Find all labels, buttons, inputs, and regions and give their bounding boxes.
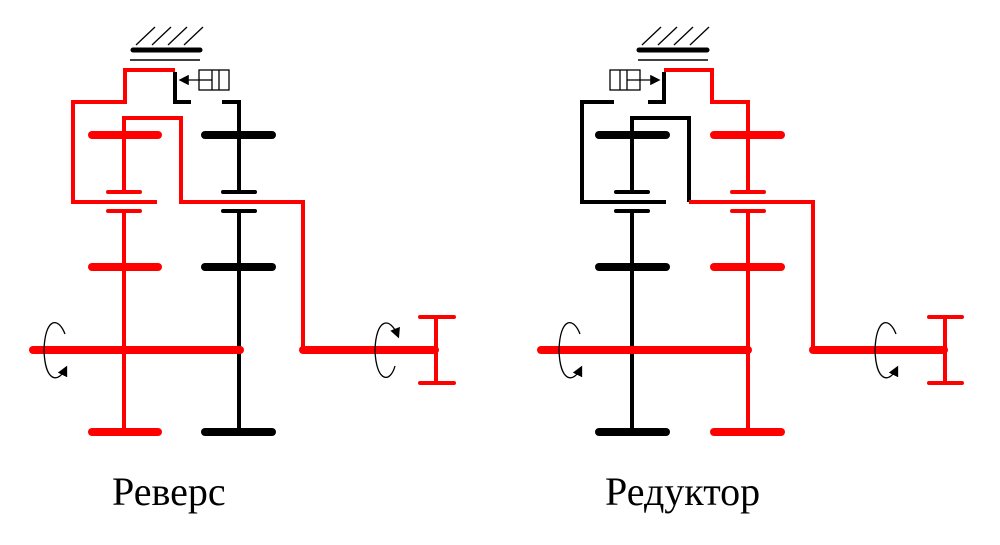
reducer-label: Редуктор (605, 469, 761, 514)
ground-symbol (130, 26, 204, 61)
rotation-arrow-input-icon (558, 322, 583, 379)
inner-shaft-red (689, 200, 815, 350)
clutch-actuator (609, 69, 661, 91)
gear-column-left (595, 131, 670, 436)
ground-symbol (636, 26, 710, 61)
gear-column-right (710, 131, 785, 436)
clutch-black (648, 72, 666, 104)
rotation-arrow-output-icon (874, 322, 899, 379)
gear-column-left (88, 131, 162, 436)
inner-shaft-black (630, 116, 691, 202)
inner-shaft-red (122, 116, 305, 350)
clutch-black-right (222, 100, 241, 192)
carrier-black (580, 100, 666, 204)
reducer-diagram (537, 26, 964, 436)
carrier-red (71, 68, 175, 204)
gear-column-right (201, 131, 276, 436)
rotation-arrow-input-icon (43, 322, 68, 379)
reverse-label: Реверс (112, 469, 226, 514)
reverse-diagram (29, 26, 456, 436)
output-flange (927, 315, 964, 385)
clutch-black (173, 72, 191, 104)
rotation-arrow-output-icon (374, 322, 400, 378)
clutch-actuator (178, 69, 230, 91)
output-flange (418, 315, 456, 385)
